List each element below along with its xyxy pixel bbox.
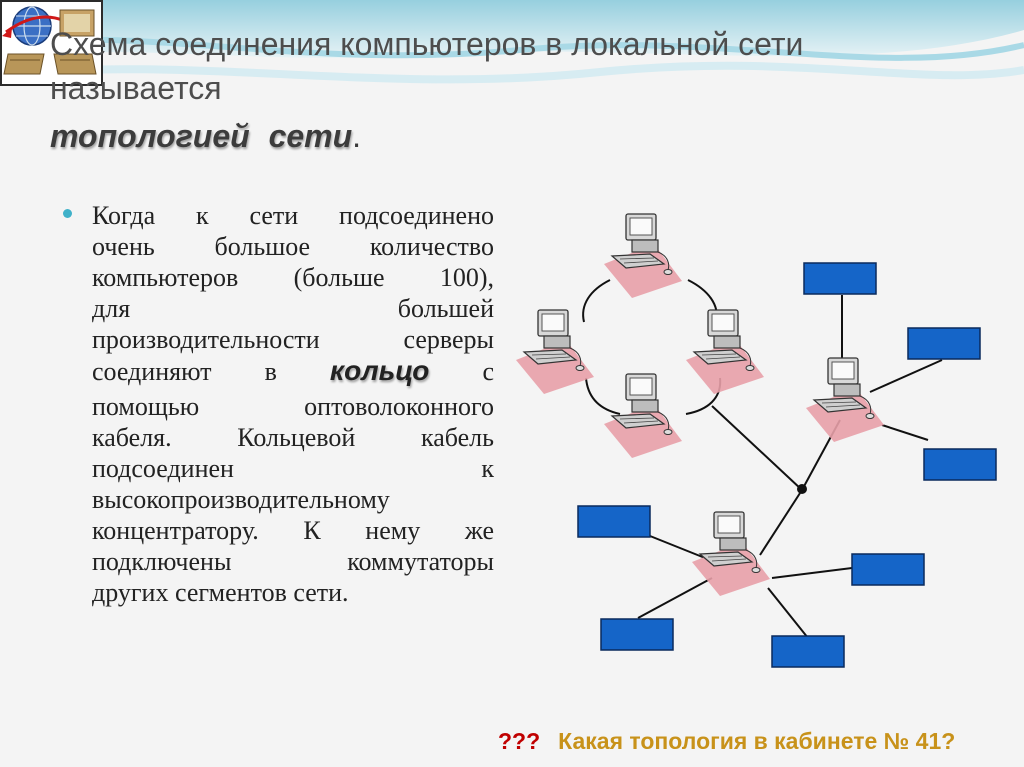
- bullet-paragraph: Когда к сети подсоединено очень большое …: [92, 200, 494, 608]
- paragraph-line: помощью оптоволоконного: [92, 392, 494, 421]
- switch-box: [771, 635, 845, 668]
- question-text: Какая топология в кабинете № 41?: [558, 728, 956, 754]
- ring-after: с: [482, 357, 494, 386]
- paragraph-line: компьютеров (больше 100),: [92, 263, 494, 292]
- backbone-cable: [759, 489, 803, 556]
- paragraph-line: концентратору. К нему же: [92, 516, 494, 545]
- footer-question: ??? Какая топология в кабинете № 41?: [498, 728, 955, 755]
- switch-box: [803, 262, 877, 295]
- title-period: .: [352, 118, 362, 154]
- title-line: Схема соединения компьютеров в локальной…: [50, 26, 804, 62]
- paragraph-line: для большей: [92, 294, 494, 323]
- network-topology-diagram: [515, 213, 997, 668]
- paragraph-line: подсоединен к: [92, 454, 494, 483]
- paragraph-line: других сегментов сети.: [92, 578, 349, 607]
- computer-icon: [603, 213, 683, 299]
- ring-before: соединяют в: [92, 357, 277, 386]
- title-emphasis: топологией сети: [50, 118, 353, 154]
- title-emphasis-line: топологией сети.: [50, 118, 361, 155]
- hub-computer-icon: [805, 357, 885, 443]
- bullet-icon: [63, 209, 72, 218]
- paragraph-line: Когда к сети подсоединено: [92, 201, 494, 230]
- title-line: называется: [50, 70, 222, 106]
- switch-box: [600, 618, 674, 651]
- switch-box: [577, 505, 651, 538]
- paragraph-line: очень большое количество: [92, 232, 494, 261]
- switch-box: [923, 448, 997, 481]
- paragraph-line-ring: соединяют в кольцо с: [92, 355, 494, 391]
- ring-cable: [582, 279, 611, 323]
- question-marks: ???: [498, 728, 541, 754]
- ring-cable: [585, 377, 621, 415]
- paragraph-line: производительности серверы: [92, 325, 494, 354]
- paragraph-line: кабеля. Кольцевой кабель: [92, 423, 494, 452]
- switch-box: [851, 553, 925, 586]
- paragraph-line: подключены коммутаторы: [92, 547, 494, 576]
- computer-icon: [603, 373, 683, 459]
- computer-icon: [515, 309, 595, 395]
- junction-node: [797, 484, 807, 494]
- ring-word: кольцо: [329, 355, 430, 386]
- switch-box: [907, 327, 981, 360]
- backbone-cable: [711, 405, 803, 491]
- computer-icon: [685, 309, 765, 395]
- header-wave-decoration: [0, 0, 1024, 84]
- network-logo-icon: [0, 0, 103, 86]
- paragraph-line: высокопроизводительному: [92, 485, 390, 514]
